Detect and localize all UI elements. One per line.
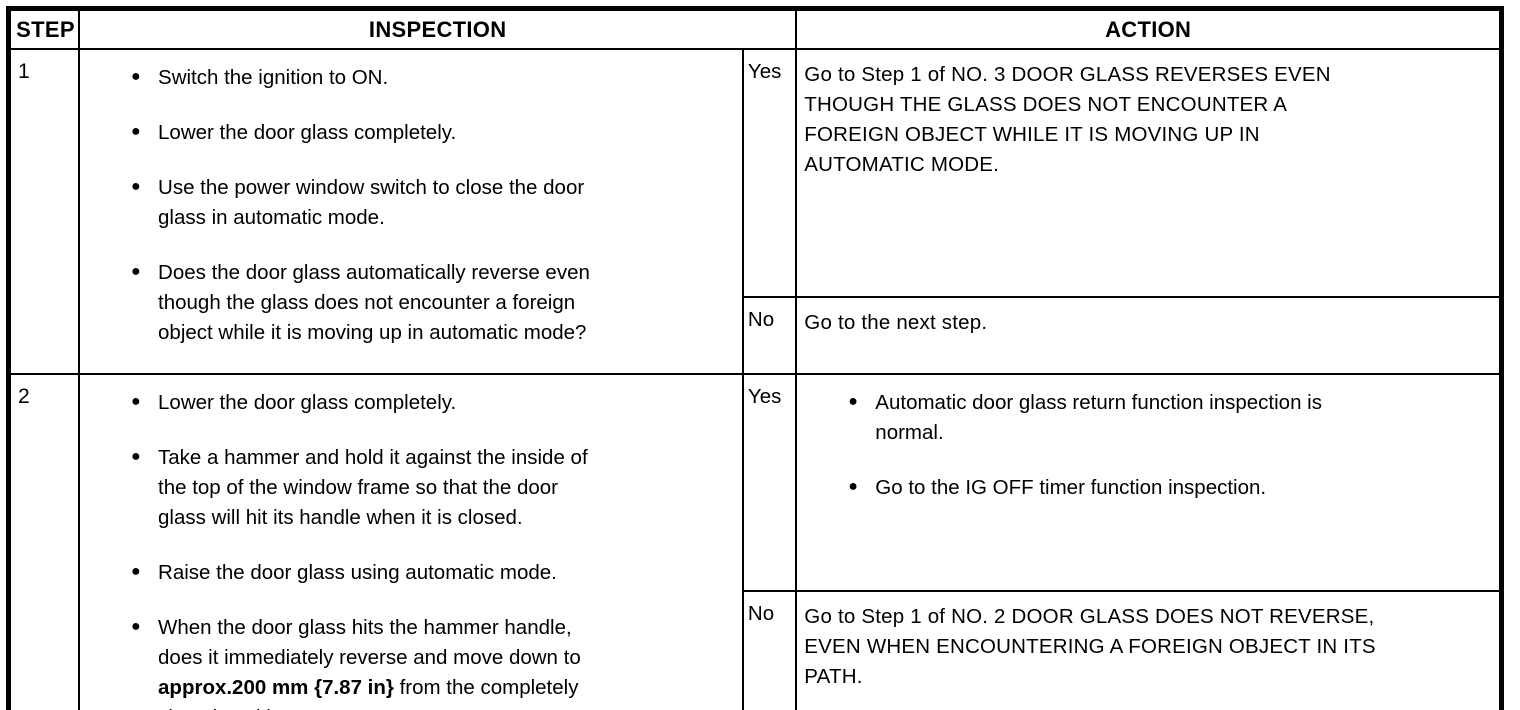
action-text: Go to the next step. — [804, 310, 988, 334]
list-item-text: Lower the door glass completely. — [158, 391, 457, 414]
yes-action-cell: ● Automatic door glass return function in… — [795, 372, 1503, 593]
bullet-icon: ● — [131, 393, 141, 410]
yes-label: Yes — [741, 372, 798, 593]
list-item: ● Does the door glass automatically rever… — [81, 258, 726, 348]
list-item: ● When the door glass hits the hammer han… — [81, 613, 726, 710]
bullet-icon: ● — [848, 478, 858, 495]
action-bullet-list: ● Automatic door glass return function in… — [798, 376, 1499, 503]
table-row: No Go to Step 1 of NO. 2 DOOR GLASS DOES… — [9, 590, 1503, 710]
table-row: 2 ● Lower the door glass completely. ● Take… — [7, 372, 1503, 710]
inspection-cell: ● Lower the door glass completely. ● Take a… — [78, 373, 744, 710]
table-row: No Go to the next step. — [9, 295, 1503, 376]
inspection-bullet-list: ● Switch the ignition to ON. ● Lower the do… — [81, 51, 741, 348]
list-item-text: Use the power window switch to close the… — [158, 176, 585, 229]
bullet-icon: ● — [131, 68, 141, 85]
bullet-icon: ● — [131, 263, 141, 280]
no-label: No — [741, 295, 798, 376]
yes-label: Yes — [741, 48, 798, 298]
bullet-icon: ● — [131, 563, 141, 580]
list-item: ● Automatic door glass return function in… — [798, 388, 1483, 448]
step-number: 2 — [7, 373, 81, 710]
list-item: ● Lower the door glass completely. — [81, 388, 726, 418]
list-item-text: Automatic door glass return function ins… — [875, 391, 1322, 444]
list-item-text: Go to the IG OFF timer function inspecti… — [875, 476, 1267, 499]
no-action-cell: Go to Step 1 of NO. 2 DOOR GLASS DOES NO… — [795, 590, 1503, 710]
column-header-inspection: INSPECTION — [78, 7, 798, 50]
list-item: ● Use the power window switch to close th… — [81, 173, 726, 233]
no-action-cell: Go to the next step. — [795, 295, 1503, 376]
list-item: ● Raise the door glass using automatic mo… — [81, 558, 726, 588]
no-label: No — [741, 590, 798, 710]
inspection-cell: ● Switch the ignition to ON. ● Lower the do… — [78, 48, 744, 375]
list-item-text: Lower the door glass completely. — [158, 121, 457, 144]
step-number: 1 — [7, 48, 81, 375]
yes-action-cell: Go to Step 1 of NO. 3 DOOR GLASS REVERSE… — [795, 48, 1503, 298]
list-item-text: Take a hammer and hold it against the in… — [158, 446, 588, 529]
inspection-bullet-list: ● Lower the door glass completely. ● Take a… — [81, 376, 741, 710]
bullet-icon: ● — [131, 178, 141, 195]
list-item-text: Switch the ignition to ON. — [158, 66, 389, 89]
bullet-icon: ● — [131, 618, 141, 635]
bullet-icon: ● — [131, 448, 141, 465]
list-item: ● Lower the door glass completely. — [81, 118, 726, 148]
list-item-text: Raise the door glass using automatic mod… — [158, 561, 557, 584]
list-item: ● Switch the ignition to ON. — [81, 63, 726, 93]
list-item-text: When the door glass hits the hammer hand… — [158, 616, 581, 710]
action-text: Go to Step 1 of NO. 2 DOOR GLASS DOES NO… — [804, 605, 1376, 689]
list-item: ● Go to the IG OFF timer function inspect… — [798, 473, 1483, 503]
header-row: STEP INSPECTION ACTION — [7, 7, 1503, 50]
bullet-icon: ● — [131, 123, 141, 140]
bullet-icon: ● — [848, 393, 858, 410]
list-item-text: Does the door glass automatically revers… — [158, 261, 590, 344]
column-header-step: STEP — [7, 7, 81, 50]
list-item: ● Take a hammer and hold it against the i… — [81, 443, 726, 533]
action-text: Go to Step 1 of NO. 3 DOOR GLASS REVERSE… — [804, 63, 1331, 176]
table-row: 1 ● Switch the ignition to ON. ● Lower the … — [7, 48, 1503, 375]
troubleshooting-table: STEP INSPECTION ACTION 1 ● Switch the ign… — [6, 6, 1504, 710]
column-header-action: ACTION — [795, 7, 1503, 50]
